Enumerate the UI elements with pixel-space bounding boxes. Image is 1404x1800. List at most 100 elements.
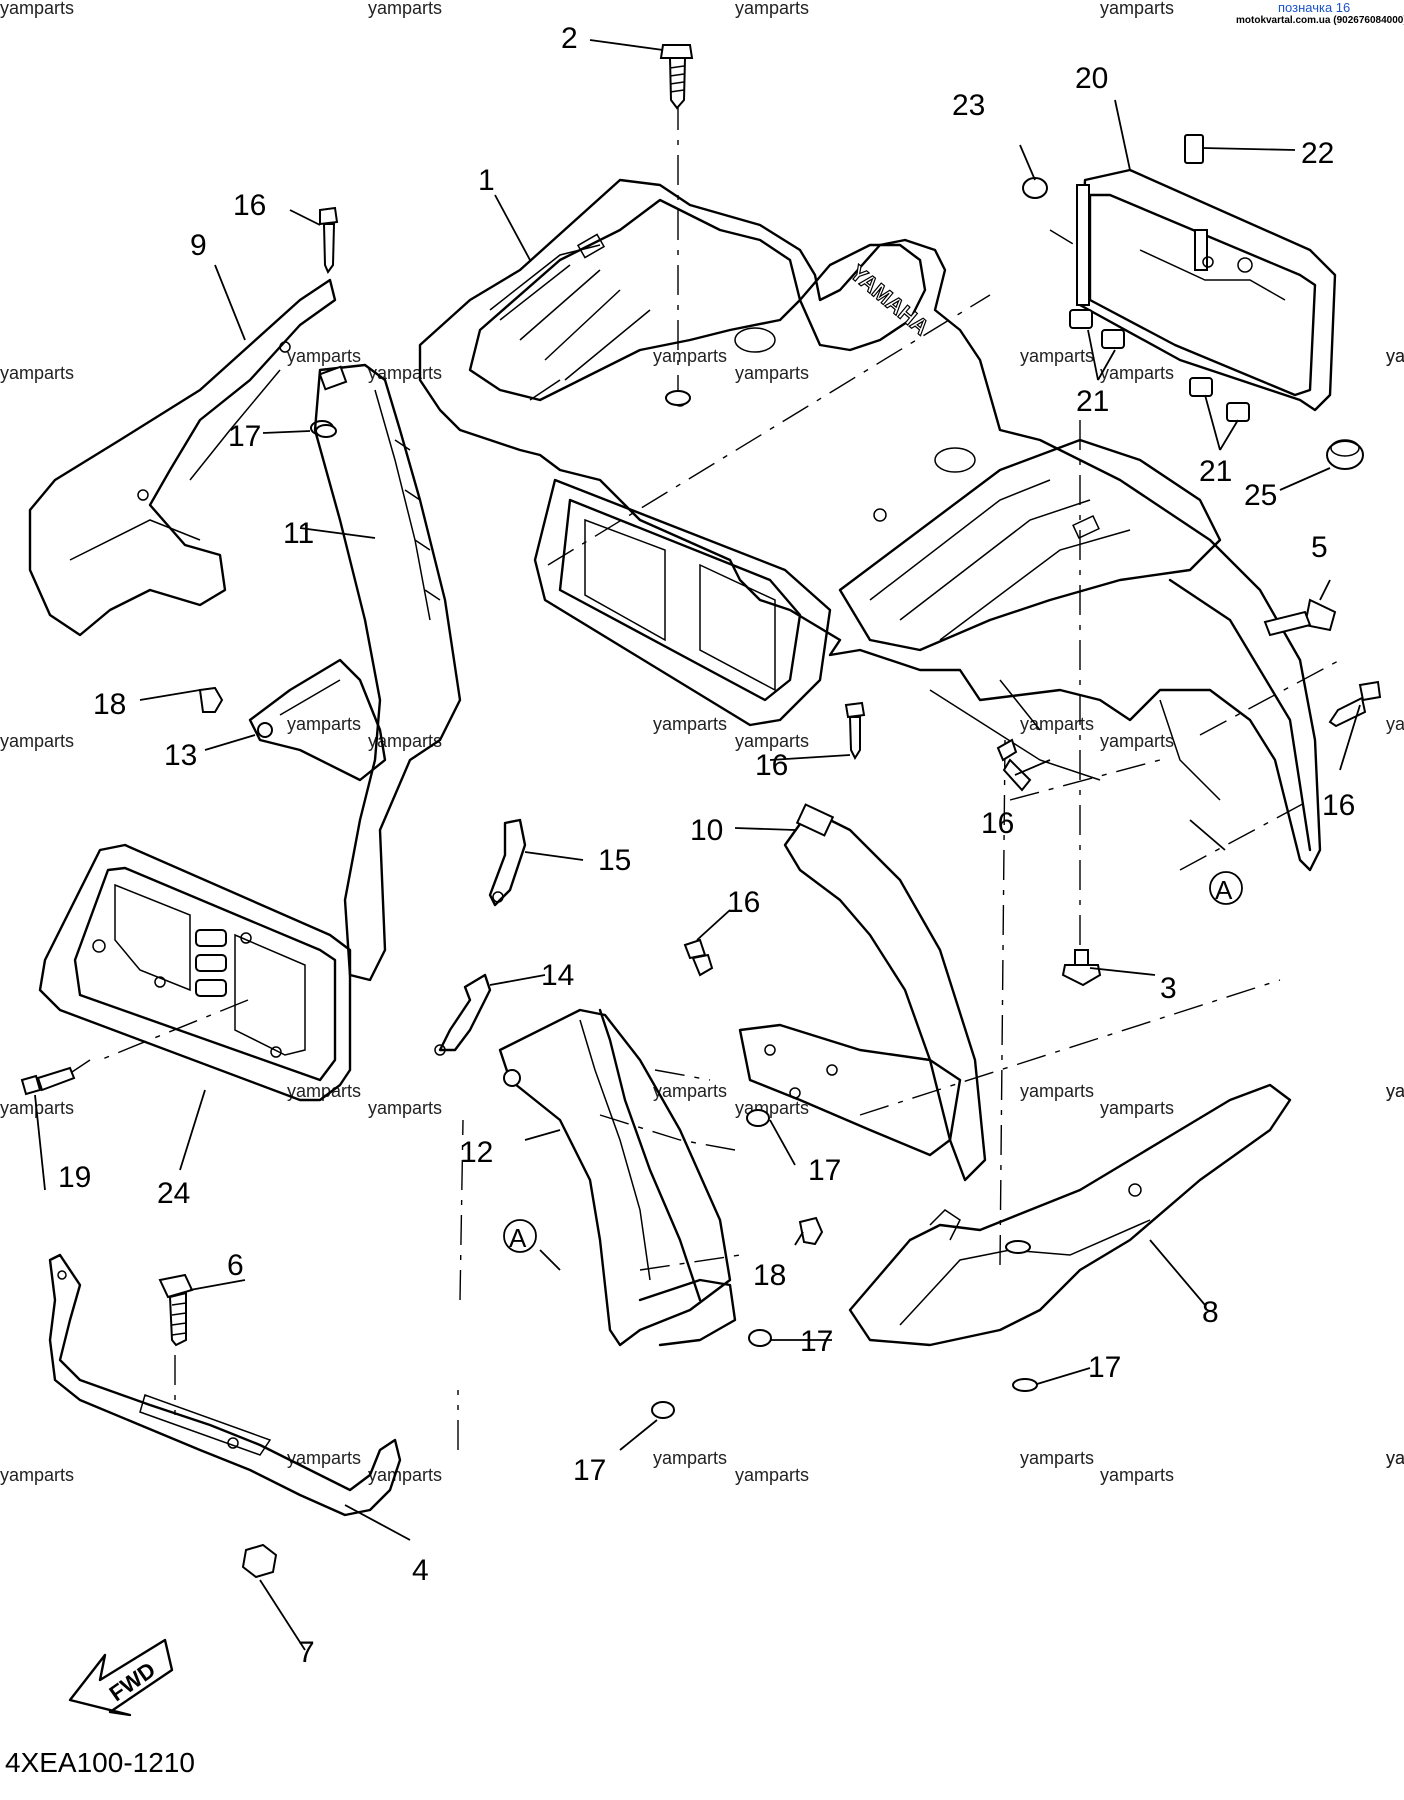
bolt-6 — [158, 1273, 194, 1347]
washer-17 — [315, 424, 337, 438]
callout-16: 16 — [233, 189, 266, 222]
callout-9: 9 — [190, 229, 207, 262]
watermark: yamparts — [368, 363, 442, 383]
callout-17: 17 — [800, 1325, 833, 1358]
callout-17: 17 — [1088, 1351, 1121, 1384]
bracket-13 — [198, 658, 387, 782]
watermark: yamparts — [287, 346, 361, 366]
watermark: yamparts — [1100, 1465, 1174, 1485]
bolt-3 — [1061, 949, 1102, 987]
bolt-5 — [1263, 598, 1337, 637]
watermark-layer: yamparts yamparts yamparts yamparts yamp… — [0, 0, 1404, 1485]
callout-25: 25 — [1244, 479, 1277, 512]
callout-20: 20 — [1075, 62, 1108, 95]
callout-16: 16 — [755, 749, 788, 782]
watermark: yamparts — [1020, 714, 1094, 734]
watermark: yamparts — [287, 1448, 361, 1468]
bracket-15 — [488, 818, 527, 907]
reference-a: A — [509, 1223, 527, 1253]
watermark: yamparts — [653, 1081, 727, 1101]
bracket-14 — [434, 973, 492, 1056]
reference-a: A — [1215, 875, 1233, 905]
side-strip-12 — [498, 1008, 824, 1347]
screw-2 — [659, 44, 694, 406]
reference-a-circle — [1209, 871, 1243, 905]
watermark: yamparts — [1386, 714, 1404, 734]
callout-18: 18 — [93, 688, 126, 721]
callout-8: 8 — [1202, 1296, 1219, 1329]
front-fender: YAMAHA — [418, 178, 1322, 872]
callout-16: 16 — [981, 807, 1014, 840]
callout-1: 1 — [478, 164, 495, 197]
callout-4: 4 — [412, 1554, 429, 1587]
headlight-housing — [1022, 134, 1364, 470]
callout-17: 17 — [808, 1154, 841, 1187]
watermark: yamparts — [1020, 1081, 1094, 1101]
watermark: yamparts — [368, 1465, 442, 1485]
watermark: yamparts — [1020, 1448, 1094, 1468]
fender-part-10 — [738, 803, 987, 1182]
callout-21: 21 — [1199, 455, 1232, 488]
headlight-bezel-24 — [20, 843, 352, 1102]
callout-17: 17 — [573, 1454, 606, 1487]
callout-11: 11 — [283, 517, 314, 550]
callout-24: 24 — [157, 1177, 190, 1210]
watermark: yamparts — [1100, 0, 1174, 18]
grommet-23 — [1022, 177, 1048, 199]
lower-bracket-4 — [48, 1253, 402, 1517]
note-tag: позначка 16 — [1278, 0, 1350, 15]
washer-17 — [651, 1401, 675, 1419]
clip-21 — [1101, 329, 1125, 349]
callout-16: 16 — [1322, 789, 1355, 822]
watermark: yamparts — [735, 363, 809, 383]
watermark: yamparts — [653, 346, 727, 366]
clip-21 — [1069, 309, 1093, 329]
watermark: yamparts — [1020, 346, 1094, 366]
clip-21 — [1189, 377, 1213, 397]
watermark: yamparts — [368, 0, 442, 18]
watermark: yamparts — [1386, 346, 1404, 366]
watermark: yamparts — [1100, 1098, 1174, 1118]
watermark: yamparts — [0, 731, 74, 751]
watermark: yamparts — [735, 1098, 809, 1118]
watermark: yamparts — [735, 0, 809, 18]
clip-21 — [1226, 402, 1250, 422]
callout-10: 10 — [690, 814, 723, 847]
watermark: yamparts — [287, 714, 361, 734]
callout-13: 13 — [164, 739, 197, 772]
screw-16 — [683, 938, 714, 977]
screw-19 — [20, 1074, 42, 1096]
watermark: yamparts — [0, 0, 74, 18]
washer-17 — [748, 1329, 772, 1347]
screw-16 — [844, 701, 866, 761]
callout-18: 18 — [753, 1259, 786, 1292]
watermark: yamparts — [287, 1081, 361, 1101]
forward-arrow-icon: FWD — [68, 1638, 174, 1717]
watermark: yamparts — [735, 1465, 809, 1485]
callout-2: 2 — [561, 22, 578, 55]
screw-16 — [1328, 680, 1382, 728]
callout-15: 15 — [598, 844, 631, 877]
callout-19: 19 — [58, 1161, 91, 1194]
watermark: yamparts — [368, 731, 442, 751]
leader-lines — [34, 39, 1361, 1651]
mud-flap-9 — [28, 206, 339, 637]
callout-17: 17 — [228, 420, 261, 453]
diagram-code: 4XEA100-1210 — [5, 1747, 195, 1778]
grommet-25 — [1326, 440, 1364, 470]
fwd-label: FWD — [105, 1657, 160, 1706]
fender-headlight-opening — [533, 478, 832, 727]
watermark: yamparts — [0, 363, 74, 383]
clip-22 — [1184, 134, 1204, 164]
watermark: yamparts — [1386, 1448, 1404, 1468]
note-source: motokvartal.com.ua (902676084000) — [1236, 15, 1404, 26]
callout-16: 16 — [727, 886, 760, 919]
callout-12: 12 — [460, 1136, 493, 1169]
callout-23: 23 — [952, 89, 985, 122]
watermark: yamparts — [1386, 346, 1404, 366]
screw-16 — [996, 738, 1032, 792]
callout-21: 21 — [1076, 385, 1109, 418]
callout-3: 3 — [1160, 972, 1177, 1005]
reference-a-circle — [503, 1219, 537, 1253]
